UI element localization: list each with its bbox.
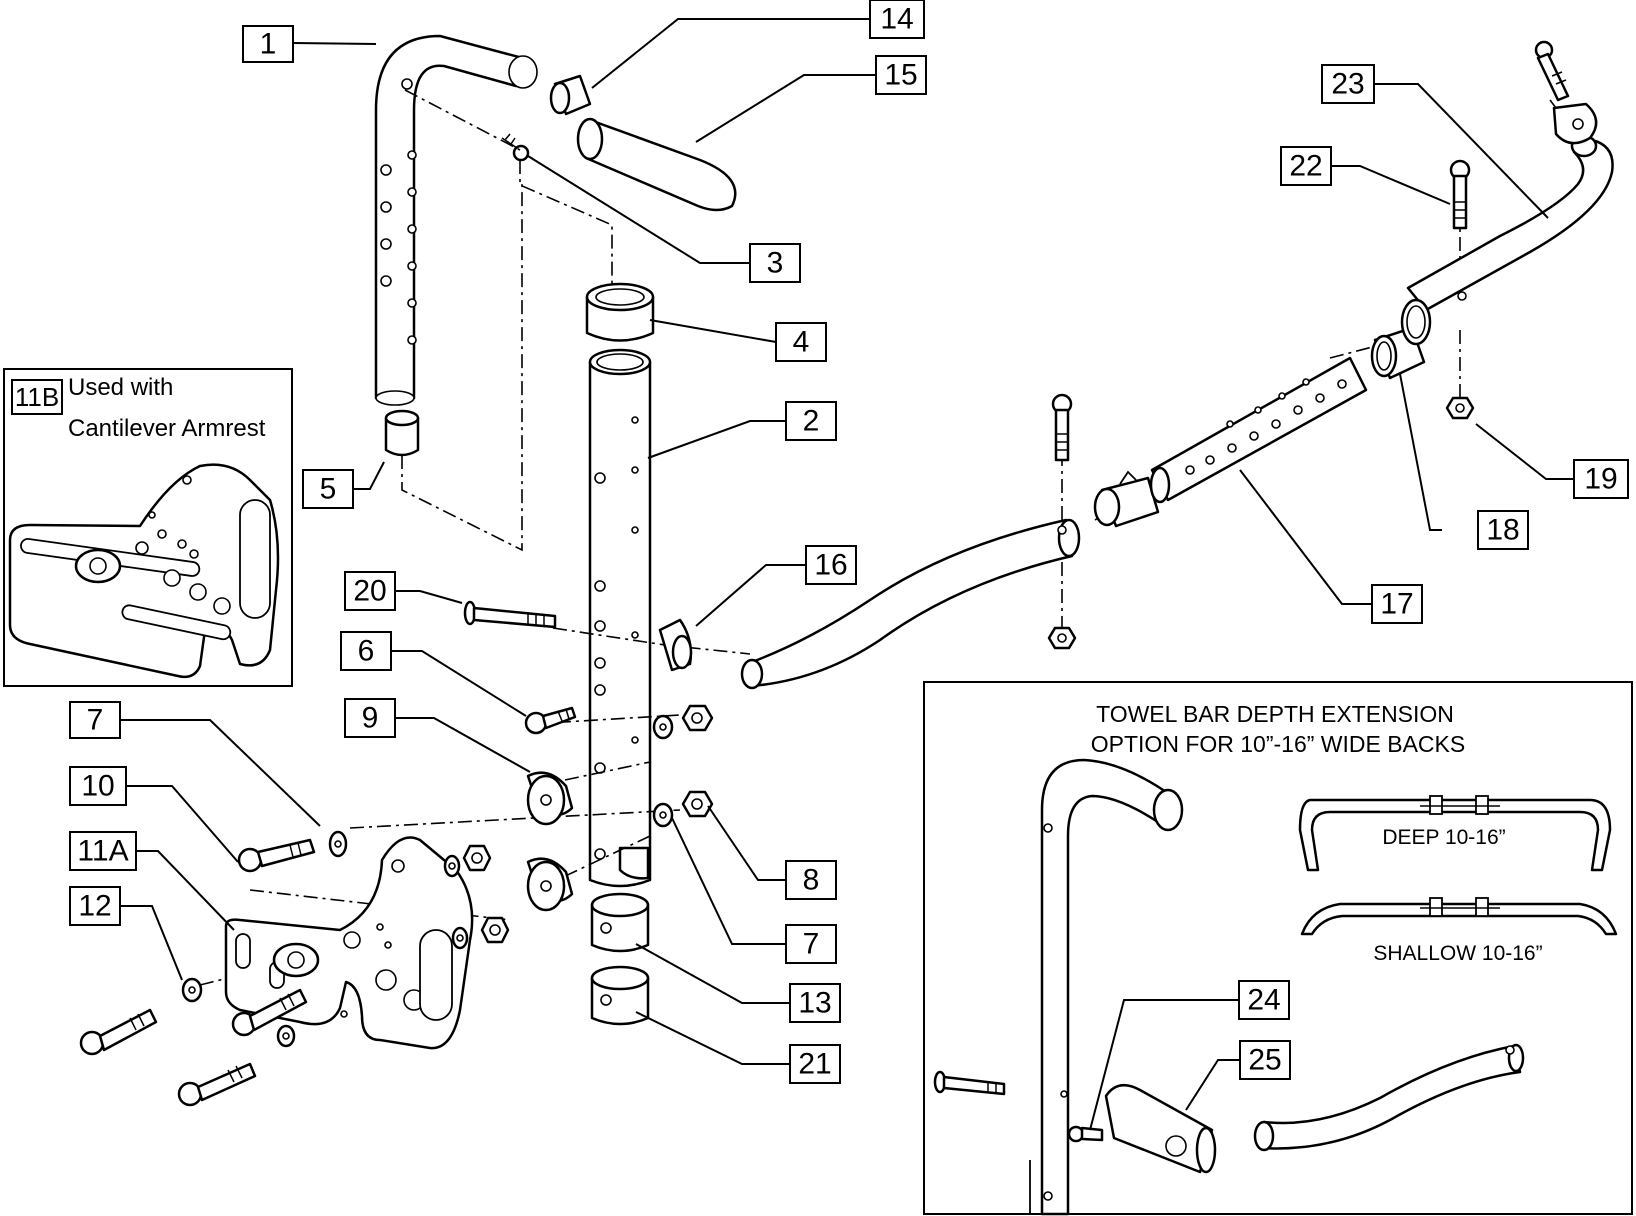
callout-4: 4 <box>775 322 827 362</box>
callout-1: 1 <box>242 25 294 63</box>
part-19-nut <box>1445 396 1475 420</box>
svg-text:11B: 11B <box>15 382 59 412</box>
callout-12: 12 <box>69 886 121 926</box>
callout-19: 19 <box>1573 459 1629 499</box>
callout-3: 3 <box>749 243 801 283</box>
inset-11b-line1: Used with <box>68 374 173 401</box>
svg-text:7: 7 <box>803 928 820 961</box>
part-5-insert <box>384 409 420 457</box>
callout-2: 2 <box>785 401 837 441</box>
part-25-extension-block <box>1104 1083 1217 1174</box>
svg-text:21: 21 <box>798 1048 831 1081</box>
svg-text:19: 19 <box>1584 463 1617 496</box>
inset-11b-plate <box>8 463 280 679</box>
part-4-bushing <box>585 282 655 342</box>
part-17-extension-tube <box>1149 356 1368 504</box>
callout-11a: 11A <box>69 831 137 871</box>
part-16-spacer <box>658 618 693 672</box>
washers-nuts-tube <box>652 704 714 828</box>
plate-hardware <box>79 830 510 1107</box>
deep-towel-bar-drawing <box>1298 795 1612 872</box>
callout-20: 20 <box>344 571 396 611</box>
callout-17: 17 <box>1371 584 1423 624</box>
callout-18: 18 <box>1477 510 1529 550</box>
callout-13: 13 <box>789 983 841 1023</box>
svg-text:8: 8 <box>803 864 820 897</box>
towel-bar-title-line1: TOWEL BAR DEPTH EXTENSION <box>1096 701 1454 727</box>
svg-text:10: 10 <box>81 770 114 803</box>
svg-text:14: 14 <box>880 3 913 36</box>
callout-5: 5 <box>302 469 354 509</box>
part-23-curved-tube-right <box>1400 134 1614 346</box>
svg-text:25: 25 <box>1248 1044 1281 1077</box>
svg-text:24: 24 <box>1247 984 1280 1017</box>
svg-text:17: 17 <box>1380 588 1413 621</box>
towel-extension-tube-drawing <box>1029 758 1184 1216</box>
svg-text:15: 15 <box>884 59 917 92</box>
part-14-end-cap <box>549 74 592 116</box>
towel-bar-title-line2: OPTION FOR 10”-16” WIDE BACKS <box>1091 731 1465 757</box>
svg-text:16: 16 <box>814 549 847 582</box>
callout-8: 8 <box>785 860 837 900</box>
towel-extension-bolt <box>933 1070 1006 1096</box>
svg-text:9: 9 <box>362 702 379 735</box>
callout-15: 15 <box>875 55 927 95</box>
shallow-towel-bar-drawing <box>1300 897 1618 936</box>
deep-caption: DEEP 10-16” <box>1382 826 1505 849</box>
callout-21: 21 <box>789 1044 841 1084</box>
svg-text:23: 23 <box>1331 68 1364 101</box>
svg-text:13: 13 <box>798 987 831 1020</box>
part-clamp-sleeve-left <box>1093 470 1160 528</box>
callout-9: 9 <box>344 698 396 738</box>
inset-11b-line2: Cantilever Armrest <box>68 415 266 442</box>
part-13-collar <box>590 892 650 953</box>
callout-11b: 11B <box>11 379 63 415</box>
svg-text:4: 4 <box>793 326 810 359</box>
callout-6: 6 <box>340 631 392 671</box>
svg-text:5: 5 <box>320 473 337 506</box>
callout-7-left: 7 <box>69 701 121 739</box>
towel-extension-curved-tube <box>1253 1043 1525 1152</box>
svg-text:1: 1 <box>260 28 277 61</box>
callout-22: 22 <box>1280 146 1332 186</box>
svg-text:6: 6 <box>358 635 375 668</box>
callout-25: 25 <box>1239 1040 1291 1080</box>
callout-16: 16 <box>805 545 857 585</box>
part-21-collar <box>590 965 650 1026</box>
svg-text:11A: 11A <box>77 835 128 868</box>
callout-23: 23 <box>1321 64 1375 104</box>
part-6-screw <box>524 706 577 735</box>
svg-text:20: 20 <box>353 575 386 608</box>
leader-lines <box>114 18 1574 1131</box>
svg-text:7: 7 <box>87 704 104 737</box>
callout-24: 24 <box>1238 980 1290 1020</box>
svg-text:22: 22 <box>1289 150 1322 183</box>
part-22-bolt <box>1449 159 1471 230</box>
part-9-spacer <box>526 771 574 826</box>
part-15-foam-grip <box>576 117 737 212</box>
part-3-screw <box>501 133 530 162</box>
svg-text:18: 18 <box>1486 514 1519 547</box>
part-curved-towel-bar-left <box>740 518 1081 690</box>
callout-10: 10 <box>69 766 127 806</box>
svg-text:3: 3 <box>767 247 784 280</box>
part-9-spacer-lower <box>526 857 574 912</box>
part-1-handle-tube <box>374 34 538 406</box>
part-2-main-tube <box>588 348 652 888</box>
part-20-long-bolt <box>463 600 557 629</box>
svg-text:2: 2 <box>803 405 820 438</box>
part-24-screw <box>1067 1125 1104 1143</box>
shallow-caption: SHALLOW 10-16” <box>1373 942 1542 965</box>
callout-14: 14 <box>869 0 925 39</box>
callout-7-right: 7 <box>785 924 837 964</box>
svg-text:12: 12 <box>78 890 111 923</box>
part-bolt-center <box>1047 393 1077 650</box>
part-end-bolt-right <box>1534 40 1598 145</box>
